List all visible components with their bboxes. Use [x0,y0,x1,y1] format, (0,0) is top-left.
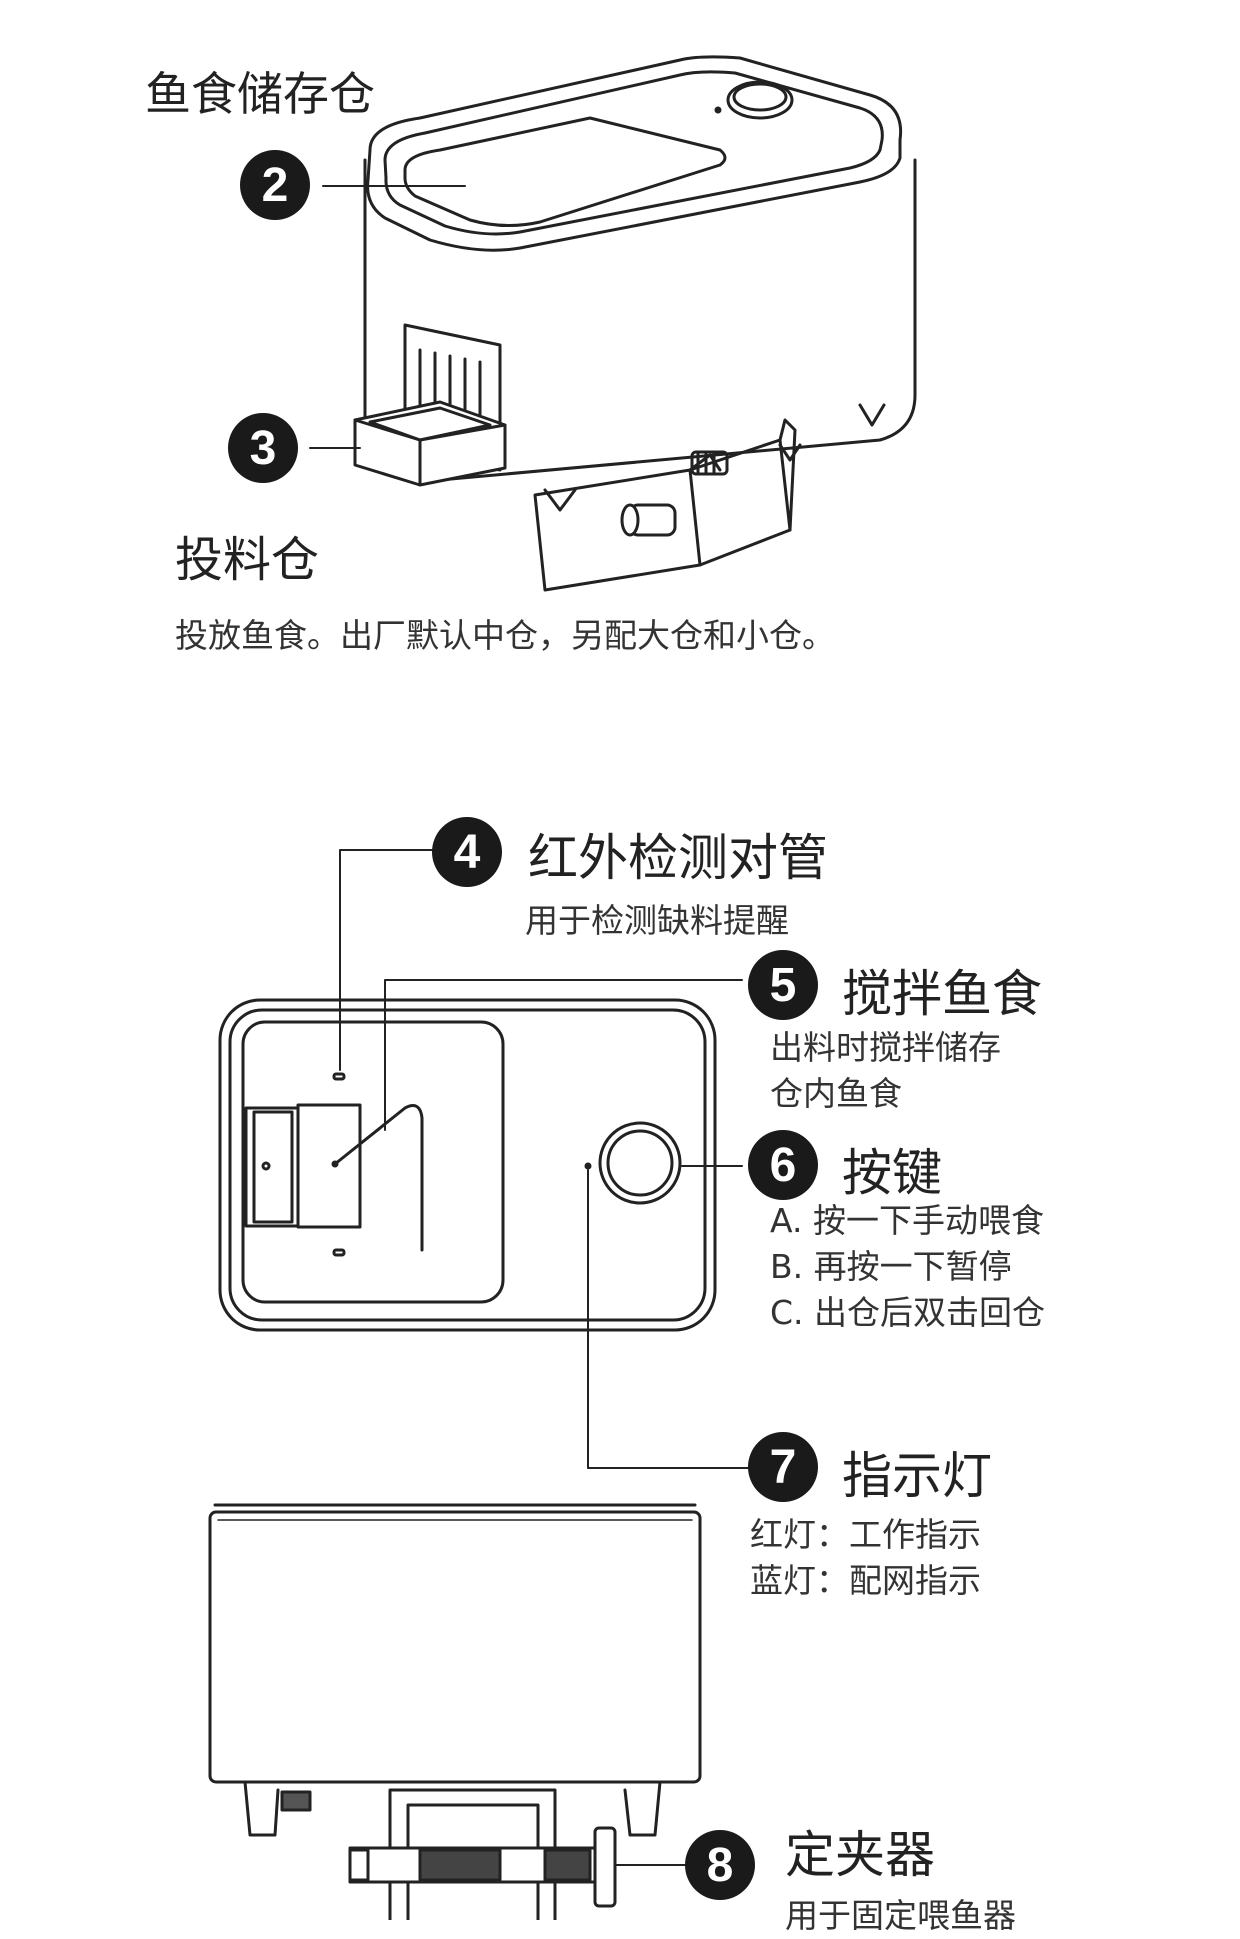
stir-title: 搅拌鱼食 [842,954,1042,1026]
storage-bin-label: 鱼食储存仓 [145,58,375,124]
hopper-description: 投放鱼食。出厂默认中仓，另配大仓和小仓。 [175,613,835,659]
button-desc-line: C. 出仓后双击回仓 [770,1290,1045,1336]
clamp-title: 定夹器 [785,1815,935,1887]
clamp-description: 用于固定喂鱼器 [785,1893,1016,1939]
indicator-desc-line: 蓝灯：配网指示 [750,1558,981,1604]
ir-sensor-description: 用于检测缺料提醒 [525,898,789,944]
feeder-side-view-drawing [210,1505,700,1920]
number-badge-8: 8 [685,1830,755,1900]
button-description: A. 按一下手动喂食 B. 再按一下暂停 C. 出仓后双击回仓 [770,1198,1045,1336]
button-desc-line: B. 再按一下暂停 [770,1244,1045,1290]
button-title: 按键 [842,1133,942,1205]
stir-desc-line: 仓内鱼食 [770,1071,1001,1117]
number-badge-6: 6 [748,1130,818,1200]
feeder-3d-drawing [355,57,915,590]
number-badge-7: 7 [748,1432,818,1502]
indicator-title: 指示灯 [842,1436,992,1508]
number-badge-2: 2 [240,150,310,220]
number-badge-3: 3 [228,413,298,483]
number-badge-5: 5 [748,950,818,1020]
stir-description: 出料时搅拌储存 仓内鱼食 [770,1025,1001,1117]
feeder-top-view-drawing [220,1000,715,1330]
indicator-description: 红灯：工作指示 蓝灯：配网指示 [750,1512,981,1604]
ir-sensor-title: 红外检测对管 [528,818,828,890]
indicator-desc-line: 红灯：工作指示 [750,1512,981,1558]
number-badge-4: 4 [432,817,502,887]
button-desc-line: A. 按一下手动喂食 [770,1198,1045,1244]
stir-desc-line: 出料时搅拌储存 [770,1025,1001,1071]
hopper-label: 投料仓 [175,520,319,590]
